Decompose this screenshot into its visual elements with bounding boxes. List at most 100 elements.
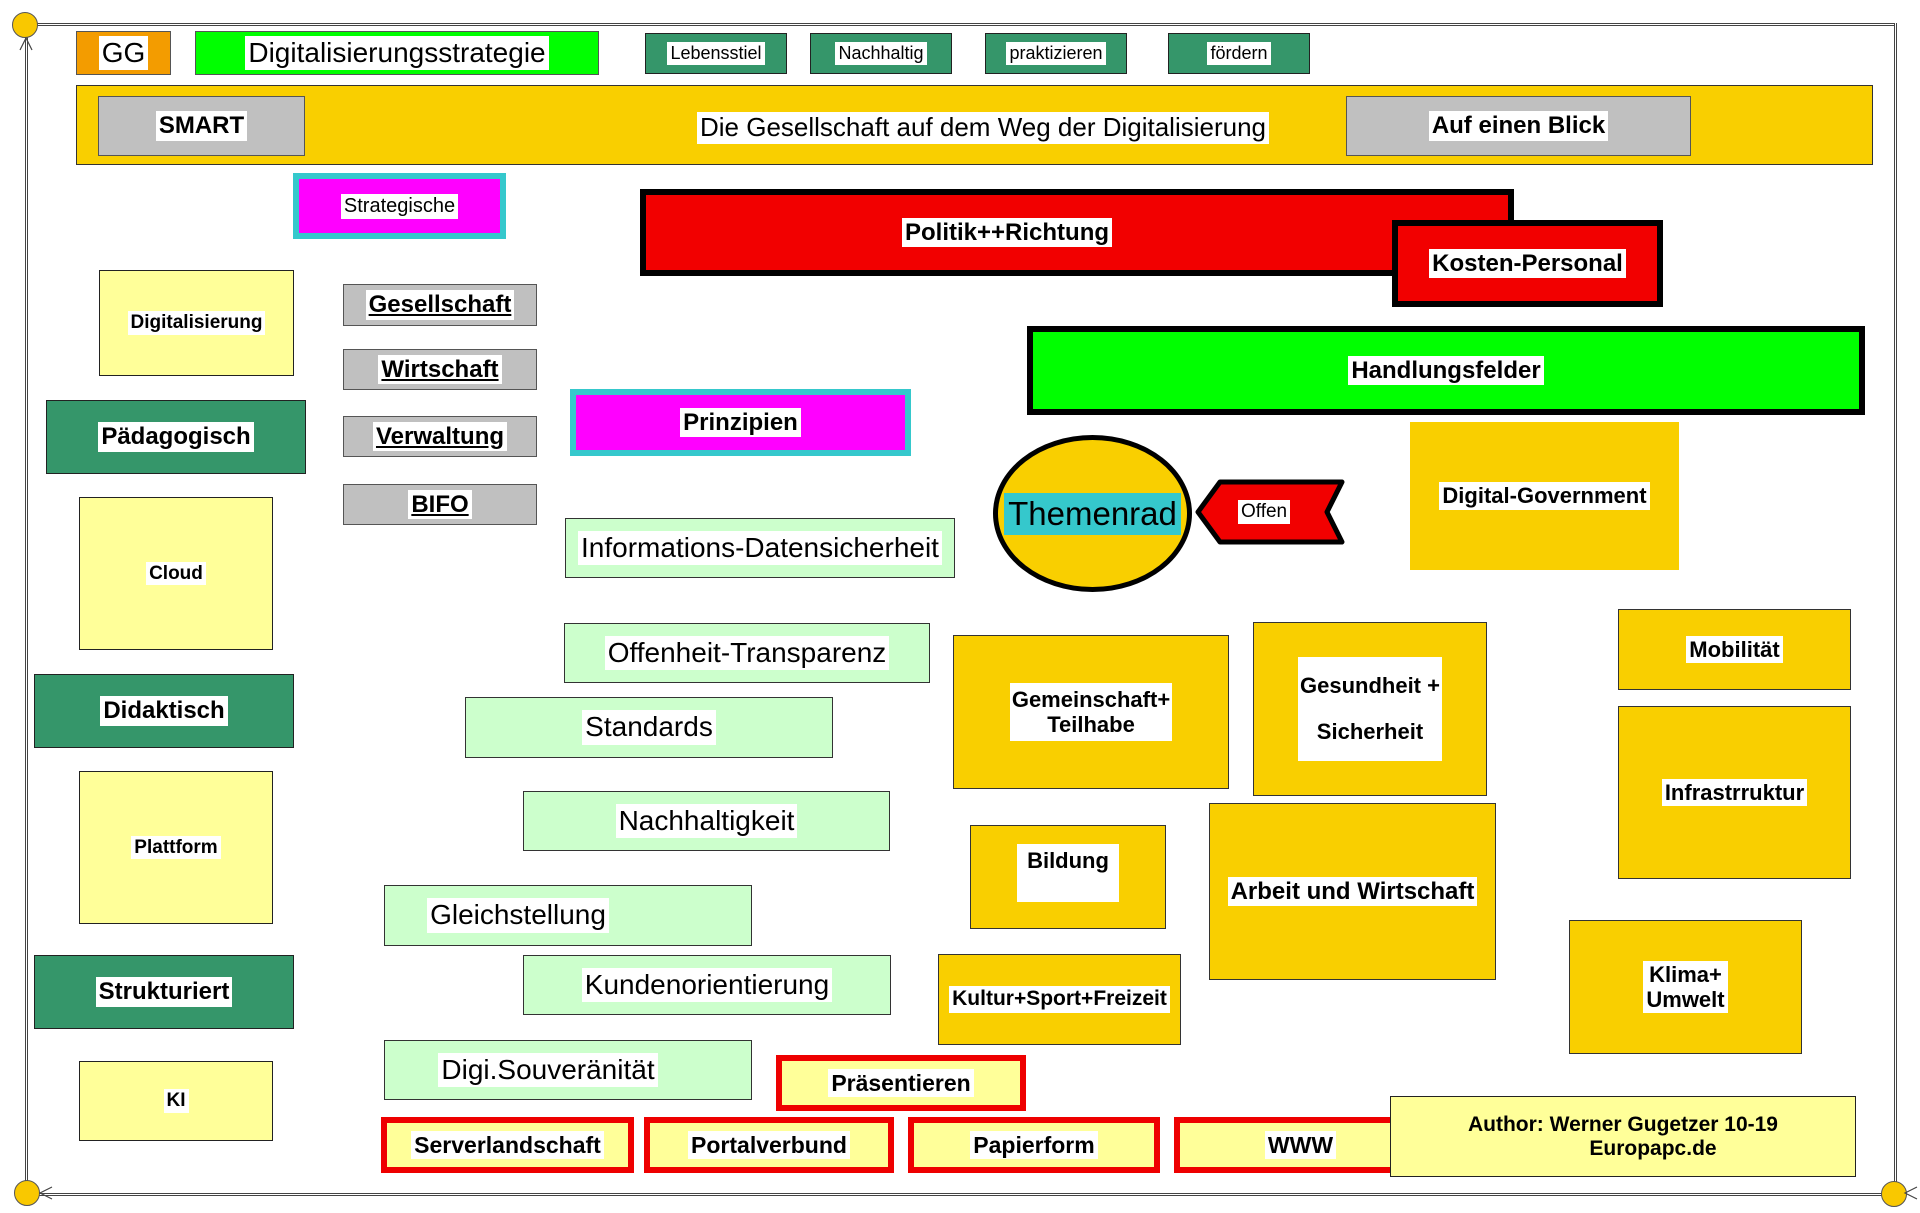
bottom-item-label: WWW — [1264, 1130, 1337, 1160]
praesentieren-box[interactable]: Präsentieren — [776, 1055, 1026, 1111]
didaktisch-label: Didaktisch — [100, 696, 228, 726]
principle-nachhaltigkeit[interactable]: Nachhaltigkeit — [523, 791, 890, 851]
didaktisch-box[interactable]: Didaktisch — [34, 674, 294, 748]
bottom-item-label: Portalverbund — [688, 1130, 850, 1160]
field-label-line: Klima+ — [1649, 961, 1722, 987]
paedagogisch-label: Pädagogisch — [98, 422, 254, 452]
cloud-box[interactable]: Cloud — [79, 497, 273, 650]
plattform-label: Plattform — [131, 835, 221, 860]
area-bifo[interactable]: BIFO — [343, 484, 537, 525]
field-label: Klima+ Umwelt — [1643, 960, 1728, 1014]
principle-label: Offenheit-Transparenz — [604, 635, 890, 671]
tag-nachhaltig[interactable]: Nachhaltig — [810, 33, 952, 74]
handlungsfelder-bar[interactable]: Handlungsfelder — [1027, 326, 1865, 415]
field-gesundheit-sicherheit[interactable]: Gesundheit + Sicherheit — [1253, 622, 1487, 796]
offen-label: Offen — [1238, 500, 1291, 524]
digitalisierung-box[interactable]: Digitalisierung — [99, 270, 294, 376]
field-arbeit-wirtschaft[interactable]: Arbeit und Wirtschaft — [1209, 803, 1496, 980]
auf-einen-blick-button[interactable]: Auf einen Blick — [1346, 96, 1691, 156]
frame-top-line — [26, 23, 1897, 26]
themenrad-label: Themenrad — [1004, 492, 1181, 535]
field-label: Infrastrruktur — [1661, 778, 1808, 807]
author-box: Author: Werner Gugetzer 10-19 Europapc.d… — [1390, 1096, 1856, 1177]
area-label: BIFO — [408, 489, 472, 520]
handlungsfelder-label: Handlungsfelder — [1348, 355, 1544, 386]
strukturiert-label: Strukturiert — [95, 977, 233, 1007]
themenrad-circle[interactable]: Themenrad — [993, 435, 1192, 592]
area-label: Wirtschaft — [378, 354, 502, 385]
digitalisierung-label: Digitalisierung — [127, 311, 266, 335]
field-digital-government[interactable]: Digital-Government — [1410, 422, 1679, 570]
frame-right-line — [1894, 23, 1897, 1194]
strategy-title-box[interactable]: Digitalisierungsstrategie — [195, 31, 599, 75]
principle-offenheit-transparenz[interactable]: Offenheit-Transparenz — [564, 623, 930, 683]
tag-foerdern[interactable]: fördern — [1168, 33, 1310, 74]
field-label-line: Gesundheit + — [1300, 672, 1440, 698]
kosten-personal-label: Kosten-Personal — [1429, 248, 1626, 279]
tag-label: fördern — [1207, 42, 1271, 65]
politik-richtung-label: Politik++Richtung — [901, 217, 1113, 248]
strukturiert-box[interactable]: Strukturiert — [34, 955, 294, 1029]
field-kultur-sport-freizeit[interactable]: Kultur+Sport+Freizeit — [938, 954, 1181, 1045]
bottom-portalverbund[interactable]: Portalverbund — [644, 1117, 894, 1173]
bottom-item-label: Papierform — [970, 1130, 1098, 1160]
bottom-serverlandschaft[interactable]: Serverlandschaft — [381, 1117, 634, 1173]
ki-box[interactable]: KI — [79, 1061, 273, 1141]
arrowhead-icon — [1903, 1186, 1918, 1200]
prinzipien-label: Prinzipien — [680, 407, 801, 438]
field-label: Arbeit und Wirtschaft — [1227, 876, 1478, 907]
field-label: Bildung — [1017, 844, 1119, 902]
plattform-box[interactable]: Plattform — [79, 771, 273, 924]
paedagogisch-box[interactable]: Pädagogisch — [46, 400, 306, 474]
field-label: Gesundheit + Sicherheit — [1298, 656, 1442, 762]
field-label-line: Teilhabe — [1047, 712, 1135, 737]
field-klima-umwelt[interactable]: Klima+ Umwelt — [1569, 920, 1802, 1054]
area-verwaltung[interactable]: Verwaltung — [343, 416, 537, 457]
principle-label: Standards — [582, 710, 716, 745]
principle-kundenorientierung[interactable]: Kundenorientierung — [523, 955, 891, 1015]
tag-lebensstiel[interactable]: Lebensstiel — [645, 33, 787, 74]
politik-richtung-bar[interactable]: Politik++Richtung — [640, 189, 1514, 276]
kosten-personal-bar[interactable]: Kosten-Personal — [1392, 220, 1663, 307]
banner-title: Die Gesellschaft auf dem Weg der Digital… — [697, 112, 1270, 144]
prinzipien-box[interactable]: Prinzipien — [570, 389, 911, 456]
connector-dot-top-left[interactable] — [12, 12, 38, 38]
strategische-box[interactable]: Strategische — [293, 173, 506, 239]
connector-dot-bottom-right[interactable] — [1881, 1181, 1907, 1207]
principle-label: Digi.Souveränität — [438, 1052, 658, 1088]
strategische-label: Strategische — [340, 193, 459, 219]
bottom-papierform[interactable]: Papierform — [908, 1117, 1160, 1173]
principle-standards[interactable]: Standards — [465, 697, 833, 758]
principle-digi-souveraenitaet[interactable]: Digi.Souveränität — [384, 1040, 752, 1100]
area-wirtschaft[interactable]: Wirtschaft — [343, 349, 537, 390]
gg-box[interactable]: GG — [76, 31, 171, 75]
connector-dot-bottom-left[interactable] — [14, 1180, 40, 1206]
gg-label: GG — [98, 35, 149, 71]
author-site: Europapc.de — [1589, 1136, 1717, 1160]
area-label: Verwaltung — [372, 421, 508, 452]
field-label-line: Gemeinschaft+ — [1011, 686, 1171, 712]
principle-gleichstellung[interactable]: Gleichstellung — [384, 885, 752, 946]
area-gesellschaft[interactable]: Gesellschaft — [343, 284, 537, 326]
arrowhead-icon — [38, 1186, 53, 1200]
arrowhead-icon — [19, 36, 33, 51]
principle-informations-datensicherheit[interactable]: Informations-Datensicherheit — [565, 518, 955, 578]
tag-praktizieren[interactable]: praktizieren — [985, 33, 1127, 74]
field-mobilitaet[interactable]: Mobilität — [1618, 609, 1851, 690]
field-bildung[interactable]: Bildung — [970, 825, 1166, 929]
tag-label: praktizieren — [1006, 42, 1106, 65]
field-infrastruktur[interactable]: Infrastrruktur — [1618, 706, 1851, 879]
bottom-www[interactable]: WWW — [1174, 1117, 1427, 1173]
smart-button[interactable]: SMART — [98, 96, 305, 156]
frame-left-line — [25, 23, 28, 1194]
smart-label: SMART — [155, 111, 248, 141]
principle-label: Kundenorientierung — [581, 967, 833, 1003]
ki-label: KI — [163, 1089, 189, 1113]
field-label: Mobilität — [1686, 635, 1783, 664]
field-gemeinschaft-teilhabe[interactable]: Gemeinschaft+ Teilhabe — [953, 635, 1229, 789]
field-label-line: Umwelt — [1646, 987, 1725, 1012]
cloud-label: Cloud — [146, 561, 206, 586]
strategy-title: Digitalisierungsstrategie — [245, 35, 549, 71]
field-label: Gemeinschaft+ Teilhabe — [1009, 682, 1173, 742]
bottom-item-label: Serverlandschaft — [411, 1130, 604, 1160]
